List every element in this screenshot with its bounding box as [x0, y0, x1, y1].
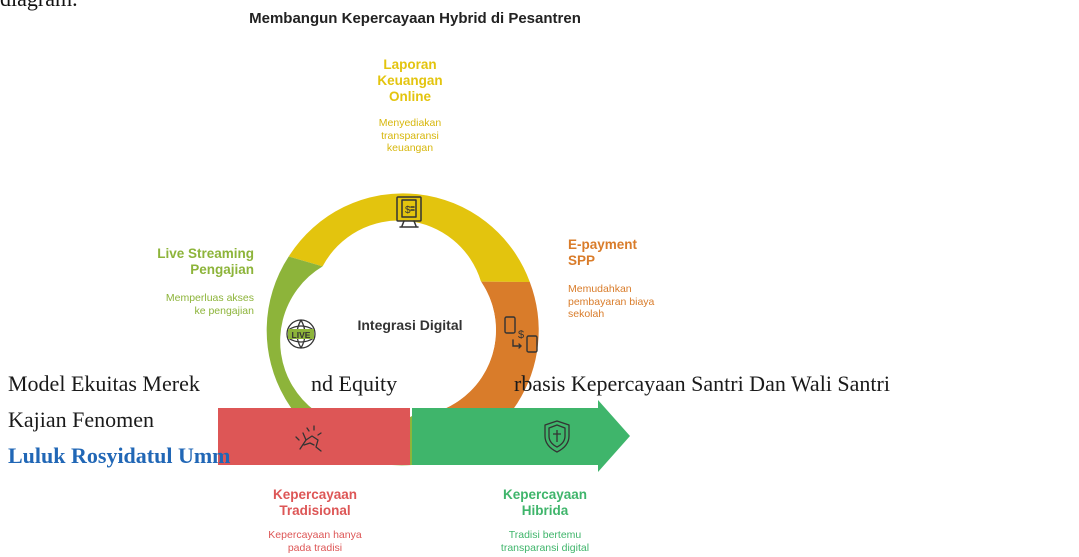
mobile-payment-icon: $: [504, 316, 538, 353]
arrow-traditional: [218, 408, 410, 465]
traditional-title-line: Kepercayaan: [272, 487, 358, 502]
epayment-label: E-payment SPP Memudahkan pembayaran biay…: [568, 237, 688, 321]
page-text-fragment: diagram.: [0, 0, 78, 12]
traditional-desc-line: Kepercayaan hanya: [268, 529, 362, 541]
live-label: Live Streaming Pengajian Memperluas akse…: [120, 246, 254, 317]
segment-laporan: [288, 193, 530, 282]
document-subtitle-fragment: Kajian Fenomen: [8, 407, 155, 432]
center-label: Integrasi Digital: [357, 317, 463, 333]
handshake-icon: [295, 425, 322, 452]
live-desc-line: Memperluas akses: [165, 292, 254, 304]
document-title-fragment: nd Equity: [311, 371, 398, 396]
epayment-desc-line: pembayaran biaya: [568, 295, 655, 308]
laporan-label: Laporan Keuangan Online Menyediakan tran…: [360, 57, 460, 155]
svg-text:LIVE: LIVE: [292, 330, 311, 340]
live-title-line: Live Streaming: [157, 246, 254, 261]
traditional-desc-line: pada tradisi: [287, 541, 343, 554]
hybrid-desc-line: Tradisi bertemu: [508, 529, 582, 541]
epayment-title-line: SPP: [568, 253, 596, 268]
diagram-title: Membangun Kepercayaan Hybrid di Pesantre…: [249, 10, 581, 27]
svg-text:$: $: [405, 205, 411, 216]
hybrid-label: Kepercayaan Hibrida Tradisi bertemu tran…: [470, 487, 620, 554]
traditional-title-line: Tradisional: [279, 503, 351, 518]
epayment-title-line: E-payment: [568, 237, 638, 252]
hybrid-desc-line: transparansi digital: [500, 541, 590, 554]
laporan-title-line: Online: [388, 89, 431, 104]
live-globe-icon: LIVE: [286, 319, 316, 349]
laporan-desc-line: keuangan: [386, 142, 434, 154]
laporan-desc-line: Menyediakan: [378, 117, 442, 129]
svg-text:$: $: [518, 329, 524, 341]
laporan-title-line: Keuangan: [377, 73, 443, 88]
laporan-desc-line: transparansi: [381, 129, 439, 142]
live-desc-line: ke pengajian: [194, 304, 254, 317]
laporan-title-line: Laporan: [383, 57, 437, 72]
ring-inner: [324, 244, 496, 416]
hybrid-title-line: Kepercayaan: [502, 487, 588, 502]
traditional-label: Kepercayaan Tradisional Kepercayaan hany…: [240, 487, 390, 554]
arrow-hybrid: [412, 400, 630, 472]
live-title-line: Pengajian: [190, 262, 254, 277]
document-author: Luluk Rosyidatul Umm: [8, 443, 231, 468]
document-title-fragment: rbasis Kepercayaan Santri Dan Wali Santr…: [514, 371, 890, 396]
hybrid-title-line: Hibrida: [521, 503, 569, 518]
document-title-fragment: Model Ekuitas Merek: [8, 371, 200, 396]
epayment-desc-line: Memudahkan: [568, 283, 632, 295]
invoice-monitor-icon: $: [396, 196, 422, 228]
epayment-desc-line: sekolah: [568, 308, 605, 320]
shield-cross-icon: [544, 420, 570, 453]
